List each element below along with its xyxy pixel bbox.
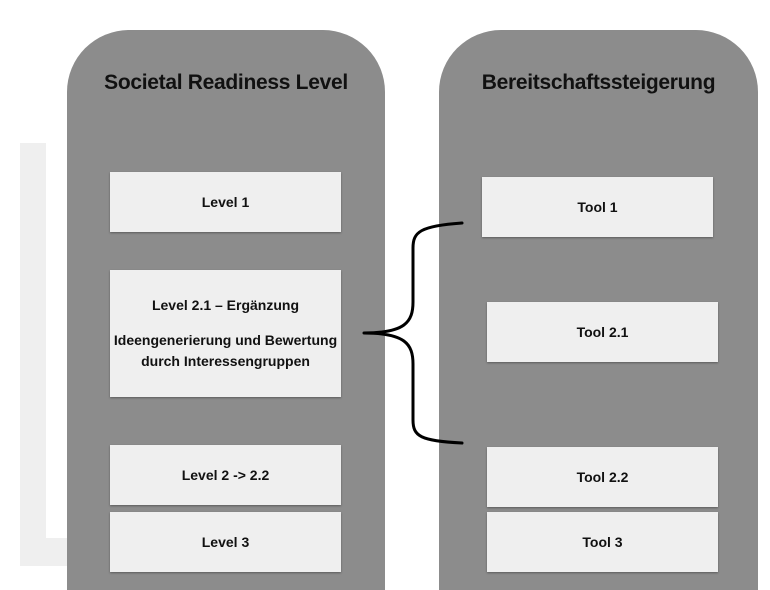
level-2-1-description-line1: Ideengenerierung und Bewertung bbox=[113, 332, 338, 348]
tool-3-box: Tool 3 bbox=[487, 512, 718, 572]
level-3-label: Level 3 bbox=[201, 533, 250, 550]
level-3-box: Level 3 bbox=[110, 512, 341, 572]
background-shadow-corner bbox=[20, 538, 68, 566]
level-2-1-description-line2: durch Interessengruppen bbox=[141, 353, 310, 369]
level-2-2-box: Level 2 -> 2.2 bbox=[110, 445, 341, 505]
tool-1-label: Tool 1 bbox=[577, 198, 618, 215]
level-1-label: Level 1 bbox=[201, 193, 250, 210]
left-column-title: Societal Readiness Level bbox=[104, 71, 348, 94]
tool-2-2-box: Tool 2.2 bbox=[487, 447, 718, 507]
level-2-1-box: Level 2.1 – Ergänzung Ideengenerierung u… bbox=[110, 270, 341, 397]
curly-brace-connector bbox=[362, 221, 464, 445]
level-2-1-title: Level 2.1 – Ergänzung bbox=[151, 297, 300, 313]
tool-2-1-label: Tool 2.1 bbox=[576, 323, 629, 340]
brace-path bbox=[362, 221, 464, 445]
right-column-title: Bereitschaftssteigerung bbox=[481, 71, 716, 94]
level-1-box: Level 1 bbox=[110, 172, 341, 232]
tool-3-label: Tool 3 bbox=[582, 533, 623, 550]
level-2-2-label: Level 2 -> 2.2 bbox=[181, 466, 270, 483]
background-shadow-vertical bbox=[20, 143, 46, 566]
tool-2-1-box: Tool 2.1 bbox=[487, 302, 718, 362]
tool-1-box: Tool 1 bbox=[482, 177, 713, 237]
tool-2-2-label: Tool 2.2 bbox=[576, 468, 629, 485]
